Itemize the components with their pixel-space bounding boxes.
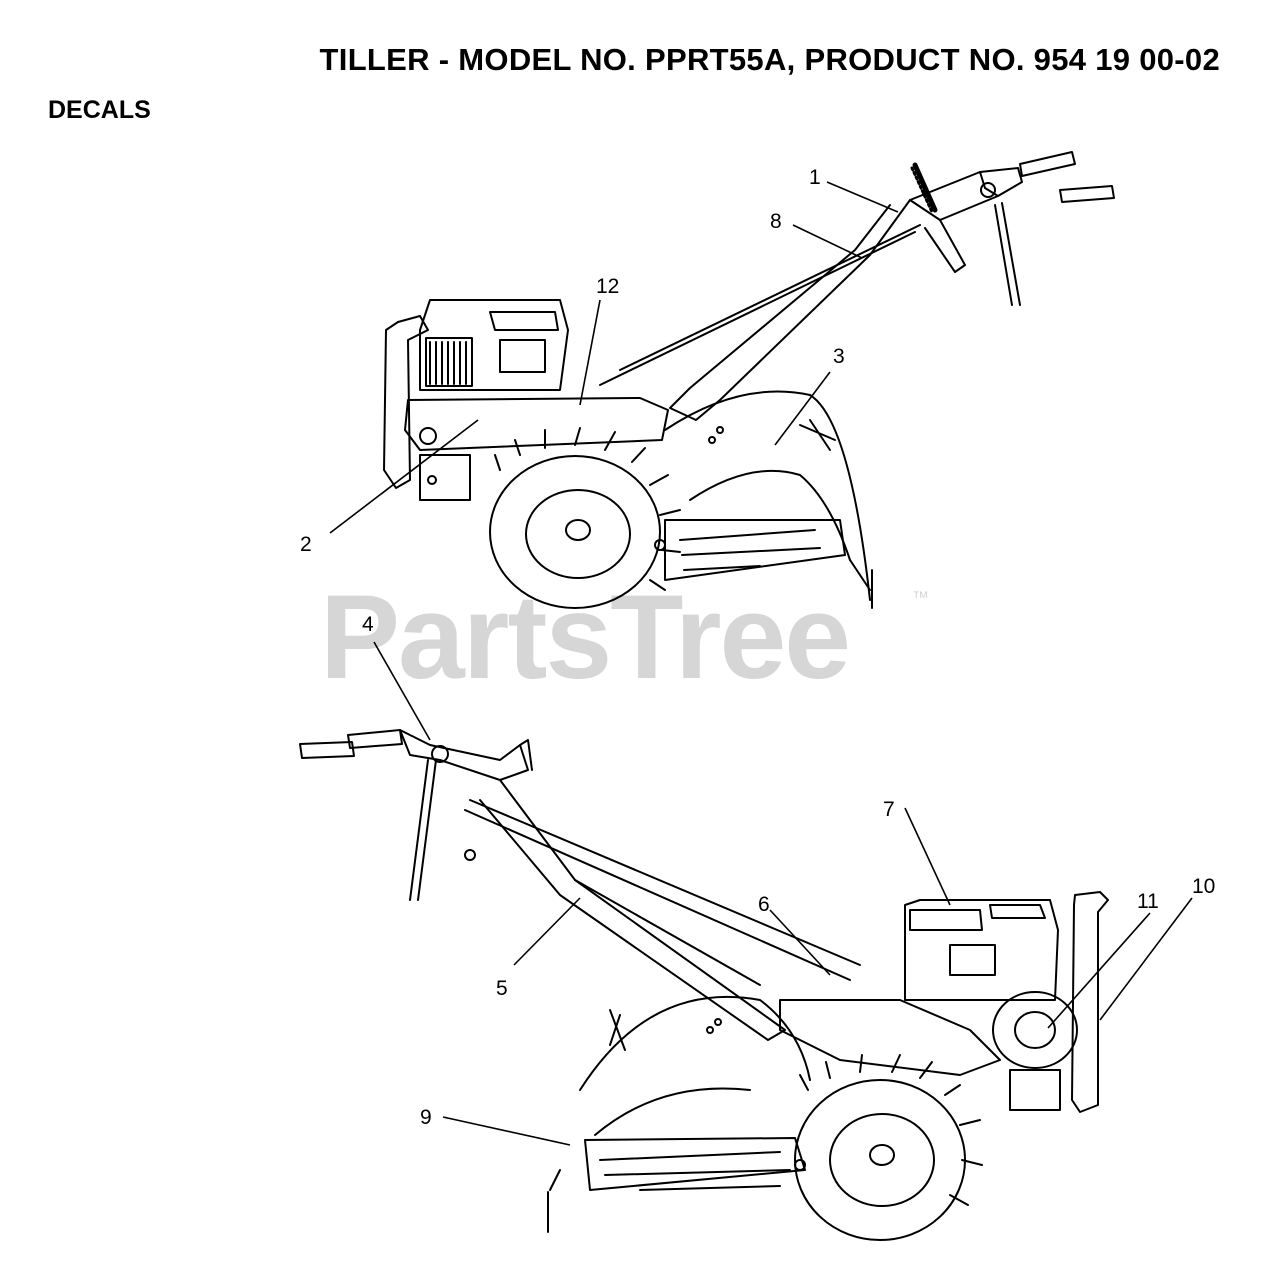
callout-1: 1: [809, 166, 821, 189]
callout-8: 8: [770, 210, 782, 233]
trademark-symbol: ™: [912, 588, 929, 607]
callout-7: 7: [883, 798, 895, 821]
watermark: PartsTree: [320, 570, 851, 704]
lower-tiller-illustration: [299, 729, 1109, 1241]
callout-2: 2: [300, 533, 312, 556]
callout-9: 9: [420, 1106, 432, 1129]
upper-tiller-illustration: [383, 151, 1115, 609]
callout-4: 4: [362, 613, 374, 636]
section-label: DECALS: [48, 96, 151, 124]
callout-11: 11: [1137, 890, 1159, 913]
callout-10: 10: [1192, 875, 1215, 898]
callout-5: 5: [496, 977, 508, 1000]
callout-12: 12: [596, 275, 619, 298]
callout-numbers: 1 2 3 4 5 6 7 8 9 10 11 12: [300, 166, 1215, 1129]
leader-lines: [329, 181, 1193, 1146]
callout-6: 6: [758, 893, 770, 916]
page-title: TILLER - MODEL NO. PPRT55A, PRODUCT NO. …: [319, 42, 1220, 77]
callout-3: 3: [833, 345, 845, 368]
